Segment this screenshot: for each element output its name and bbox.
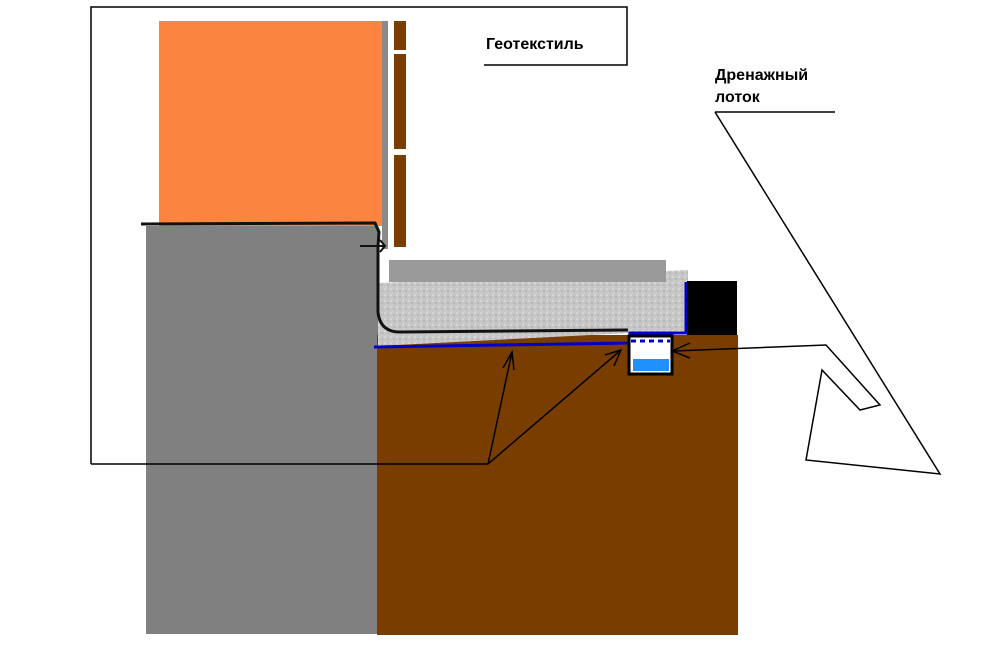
wood-board: [394, 21, 406, 50]
wood-board: [394, 155, 406, 247]
foundation-wall: [146, 226, 378, 634]
drainage-label-line1: Дренажный: [715, 67, 809, 84]
geotextile-callout-frame: [90, 6, 628, 464]
geotextile-label: Геотекстиль: [486, 36, 584, 53]
geotextile-line: [140, 221, 629, 334]
geotextile-leaders: [91, 348, 623, 465]
drainage-callout: [670, 111, 942, 475]
drainage-callout-arrowhead: [670, 342, 691, 359]
geotextile-leader-a: [487, 351, 513, 465]
geotextile-leader-b: [487, 349, 622, 465]
drainage-channel: [627, 334, 674, 376]
soil: [377, 335, 738, 635]
drainage-callout-arrow-outline: [673, 111, 942, 475]
curb-stone: [687, 281, 737, 335]
drainage-label-line2: лоток: [715, 89, 760, 106]
paving-slab: [389, 260, 666, 282]
drainage-water: [633, 359, 669, 371]
geotextile-arrow-b: [604, 348, 623, 367]
geotextile-arrow-mark: [379, 239, 387, 253]
waterproofing-membrane: [373, 282, 688, 349]
brick-wall-edge: [382, 21, 388, 249]
wood-board: [394, 54, 406, 149]
gravel-layer: [378, 270, 688, 346]
geotextile-arrow-a: [502, 349, 515, 371]
wood-cladding: [394, 21, 406, 247]
brick-wall: [159, 21, 387, 226]
